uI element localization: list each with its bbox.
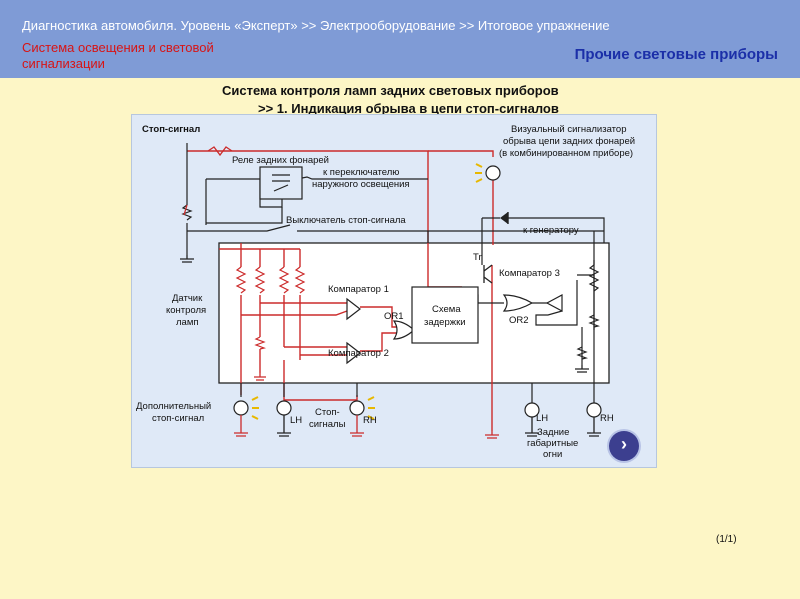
label-sensor-1: Датчик [172, 293, 203, 304]
fuse-vertical [183, 204, 188, 216]
label-tail-lh: LH [536, 413, 548, 424]
label-comparator3: Компаратор 3 [499, 268, 560, 279]
label-or1: OR1 [384, 311, 404, 322]
label-extra-1: Дополнительный [136, 401, 211, 412]
header-bar: Диагностика автомобиля. Уровень «Эксперт… [0, 0, 800, 78]
diagram-subtitle: >> 1. Индикация обрыва в цепи стоп-сигна… [258, 101, 559, 116]
sensor-resistors [235, 266, 306, 350]
label-rear-relay: Реле задних фонарей [232, 155, 329, 166]
label-extra-2: стоп-сигнал [152, 413, 204, 424]
comparator3-resistors [181, 204, 601, 360]
ground-symbols-black [180, 255, 601, 437]
stop-rh-glow-icon [367, 396, 375, 420]
label-rear-2: габаритные [527, 438, 578, 449]
label-delay-1: Схема [432, 304, 461, 315]
label-stops-2: сигналы [309, 419, 346, 430]
extra-stop-lamp-icon [233, 400, 249, 416]
breadcrumb: Диагностика автомобиля. Уровень «Эксперт… [22, 18, 610, 33]
label-sensor-3: ламп [176, 317, 199, 328]
label-sensor-2: контроля [166, 305, 206, 316]
label-visual-3: (в комбинированном приборе) [499, 148, 633, 159]
extra-stop-glow-icon [251, 396, 259, 420]
red-wires [187, 150, 494, 431]
label-to-generator: к генератору [523, 225, 579, 236]
indicator-glow-icon [475, 163, 483, 183]
fuse [207, 146, 233, 157]
delay-circuit [411, 286, 479, 344]
page-indicator: (1/1) [716, 534, 737, 545]
label-stop-lh: LH [290, 415, 302, 426]
diode [500, 212, 508, 224]
section-title: Система освещения и световой сигнализаци… [22, 40, 214, 71]
comparator1-symbol [346, 297, 361, 321]
comparator3-symbol [545, 294, 563, 312]
topic-title: Прочие световые приборы [574, 46, 778, 63]
stop-lamp-rh-icon [349, 400, 365, 416]
stop-lamp-lh-icon [276, 400, 292, 416]
label-stops-1: Стоп- [315, 407, 340, 418]
label-comparator2: Компаратор 2 [328, 348, 389, 359]
label-or2: OR2 [509, 315, 529, 326]
next-button[interactable]: › [609, 431, 639, 461]
ground-symbols-red [234, 373, 499, 439]
relay-coil [272, 174, 290, 182]
label-to-switch-1: к переключателю [323, 167, 399, 178]
label-tr: Tr [473, 252, 482, 263]
label-delay-2: задержки [424, 317, 466, 328]
label-tail-rh: RH [600, 413, 614, 424]
label-visual-1: Визуальный сигнализатор [511, 124, 626, 135]
tail-lamp-rh-icon [586, 402, 602, 418]
label-stop-signal: Стоп-сигнал [142, 124, 200, 135]
or1-gate [392, 320, 415, 340]
circuit-diagram-svg: Стоп-сигнал Реле задних фонарей к перекл… [136, 124, 635, 460]
comparator2-symbol [346, 341, 361, 365]
label-to-switch-2: наружного освещения [312, 179, 410, 190]
or2-gate [502, 294, 534, 312]
transistor [483, 264, 493, 284]
chevron-right-icon: › [621, 434, 627, 454]
label-rear-1: Задние [537, 427, 569, 438]
relay-contact [273, 184, 289, 192]
circuit-diagram: Стоп-сигнал Реле задних фонарей к перекл… [131, 114, 657, 468]
indicator-lamp-icon [485, 165, 501, 181]
label-comparator1: Компаратор 1 [328, 284, 389, 295]
label-rear-3: огни [543, 449, 562, 460]
label-stop-switch: Выключатель стоп-сигнала [286, 215, 406, 226]
label-visual-2: обрыва цепи задних фонарей [503, 136, 635, 147]
diagram-title: Система контроля ламп задних световых пр… [222, 83, 559, 98]
label-stop-rh: RH [363, 415, 377, 426]
relay-box [259, 166, 303, 200]
